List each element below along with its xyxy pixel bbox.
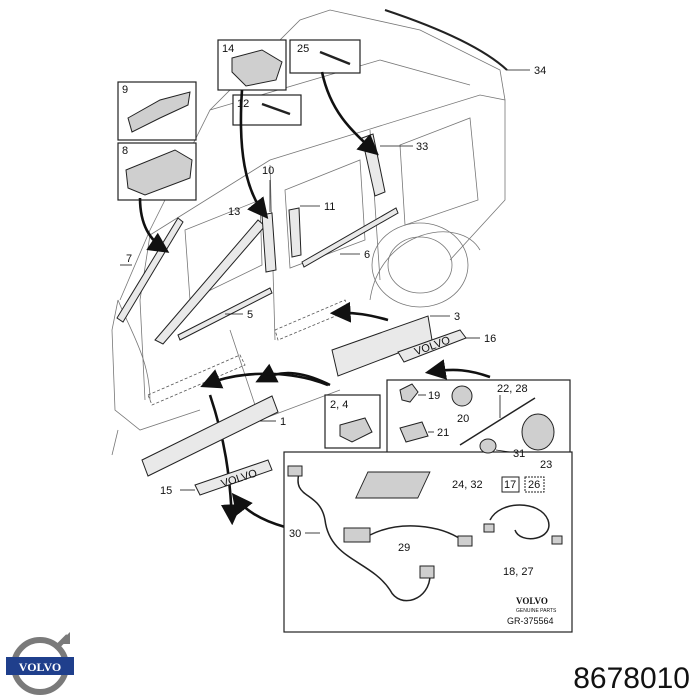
svg-text:24, 32: 24, 32: [452, 479, 483, 491]
svg-text:26: 26: [528, 479, 540, 491]
svg-text:29: 29: [398, 542, 410, 554]
svg-text:GENUINE PARTS: GENUINE PARTS: [516, 608, 557, 614]
moulding-6: [301, 207, 399, 268]
svg-text:9: 9: [122, 84, 128, 96]
svg-text:30: 30: [289, 528, 301, 540]
callout-1: 1: [280, 416, 286, 428]
callout-16: 16: [484, 333, 496, 345]
callout-7: 7: [126, 253, 132, 265]
svg-text:12: 12: [237, 98, 249, 110]
volvo-logo: VOLVO: [6, 632, 74, 695]
genuine-parts-stamp: VOLVO GENUINE PARTS GR-375564: [507, 596, 557, 626]
window-trims: 7 13 10 11 33 5 6: [116, 133, 428, 345]
svg-text:21: 21: [437, 427, 449, 439]
trim-11: [288, 207, 302, 258]
svg-text:22, 28: 22, 28: [497, 383, 528, 395]
svg-text:14: 14: [222, 43, 234, 55]
svg-text:17: 17: [504, 479, 516, 491]
callout-15: 15: [160, 485, 172, 497]
moulding-1: [141, 395, 279, 477]
svg-text:23: 23: [540, 459, 552, 471]
part-number: 8678010: [573, 662, 690, 695]
callout-3: 3: [454, 311, 460, 323]
reference-code: GR-375564: [507, 616, 554, 626]
svg-text:31: 31: [513, 448, 525, 460]
svg-text:18, 27: 18, 27: [503, 566, 534, 578]
detail-box-25: 25: [289, 39, 361, 74]
pointer-arrows: [138, 71, 491, 529]
svg-text:VOLVO: VOLVO: [19, 660, 61, 674]
detail-box-2-4: 2, 4: [324, 394, 381, 449]
callout-13: 13: [228, 206, 240, 218]
callout-34: 34: [534, 65, 546, 77]
detail-box-14: 14: [217, 39, 287, 91]
callout-10: 10: [262, 165, 274, 177]
callout-6: 6: [364, 249, 370, 261]
trim-10: [261, 212, 277, 273]
scuff-plate-15: [194, 459, 273, 496]
callout-5: 5: [247, 309, 253, 321]
lower-parts-box: 19 20 21 22, 28 31 23 24, 32 17 26 18, 2…: [283, 379, 573, 633]
detail-box-12: 12: [232, 94, 302, 126]
svg-text:2, 4: 2, 4: [330, 399, 348, 411]
detail-box-8: 8: [117, 142, 197, 201]
callout-33: 33: [416, 141, 428, 153]
svg-text:20: 20: [457, 413, 469, 425]
roof-moulding-34: 34: [384, 9, 546, 77]
svg-text:8: 8: [122, 145, 128, 157]
svg-text:VOLVO: VOLVO: [516, 596, 548, 606]
svg-text:25: 25: [297, 43, 309, 55]
svg-text:19: 19: [428, 390, 440, 402]
callout-11: 11: [324, 201, 335, 213]
detail-box-9: 9: [117, 81, 197, 141]
